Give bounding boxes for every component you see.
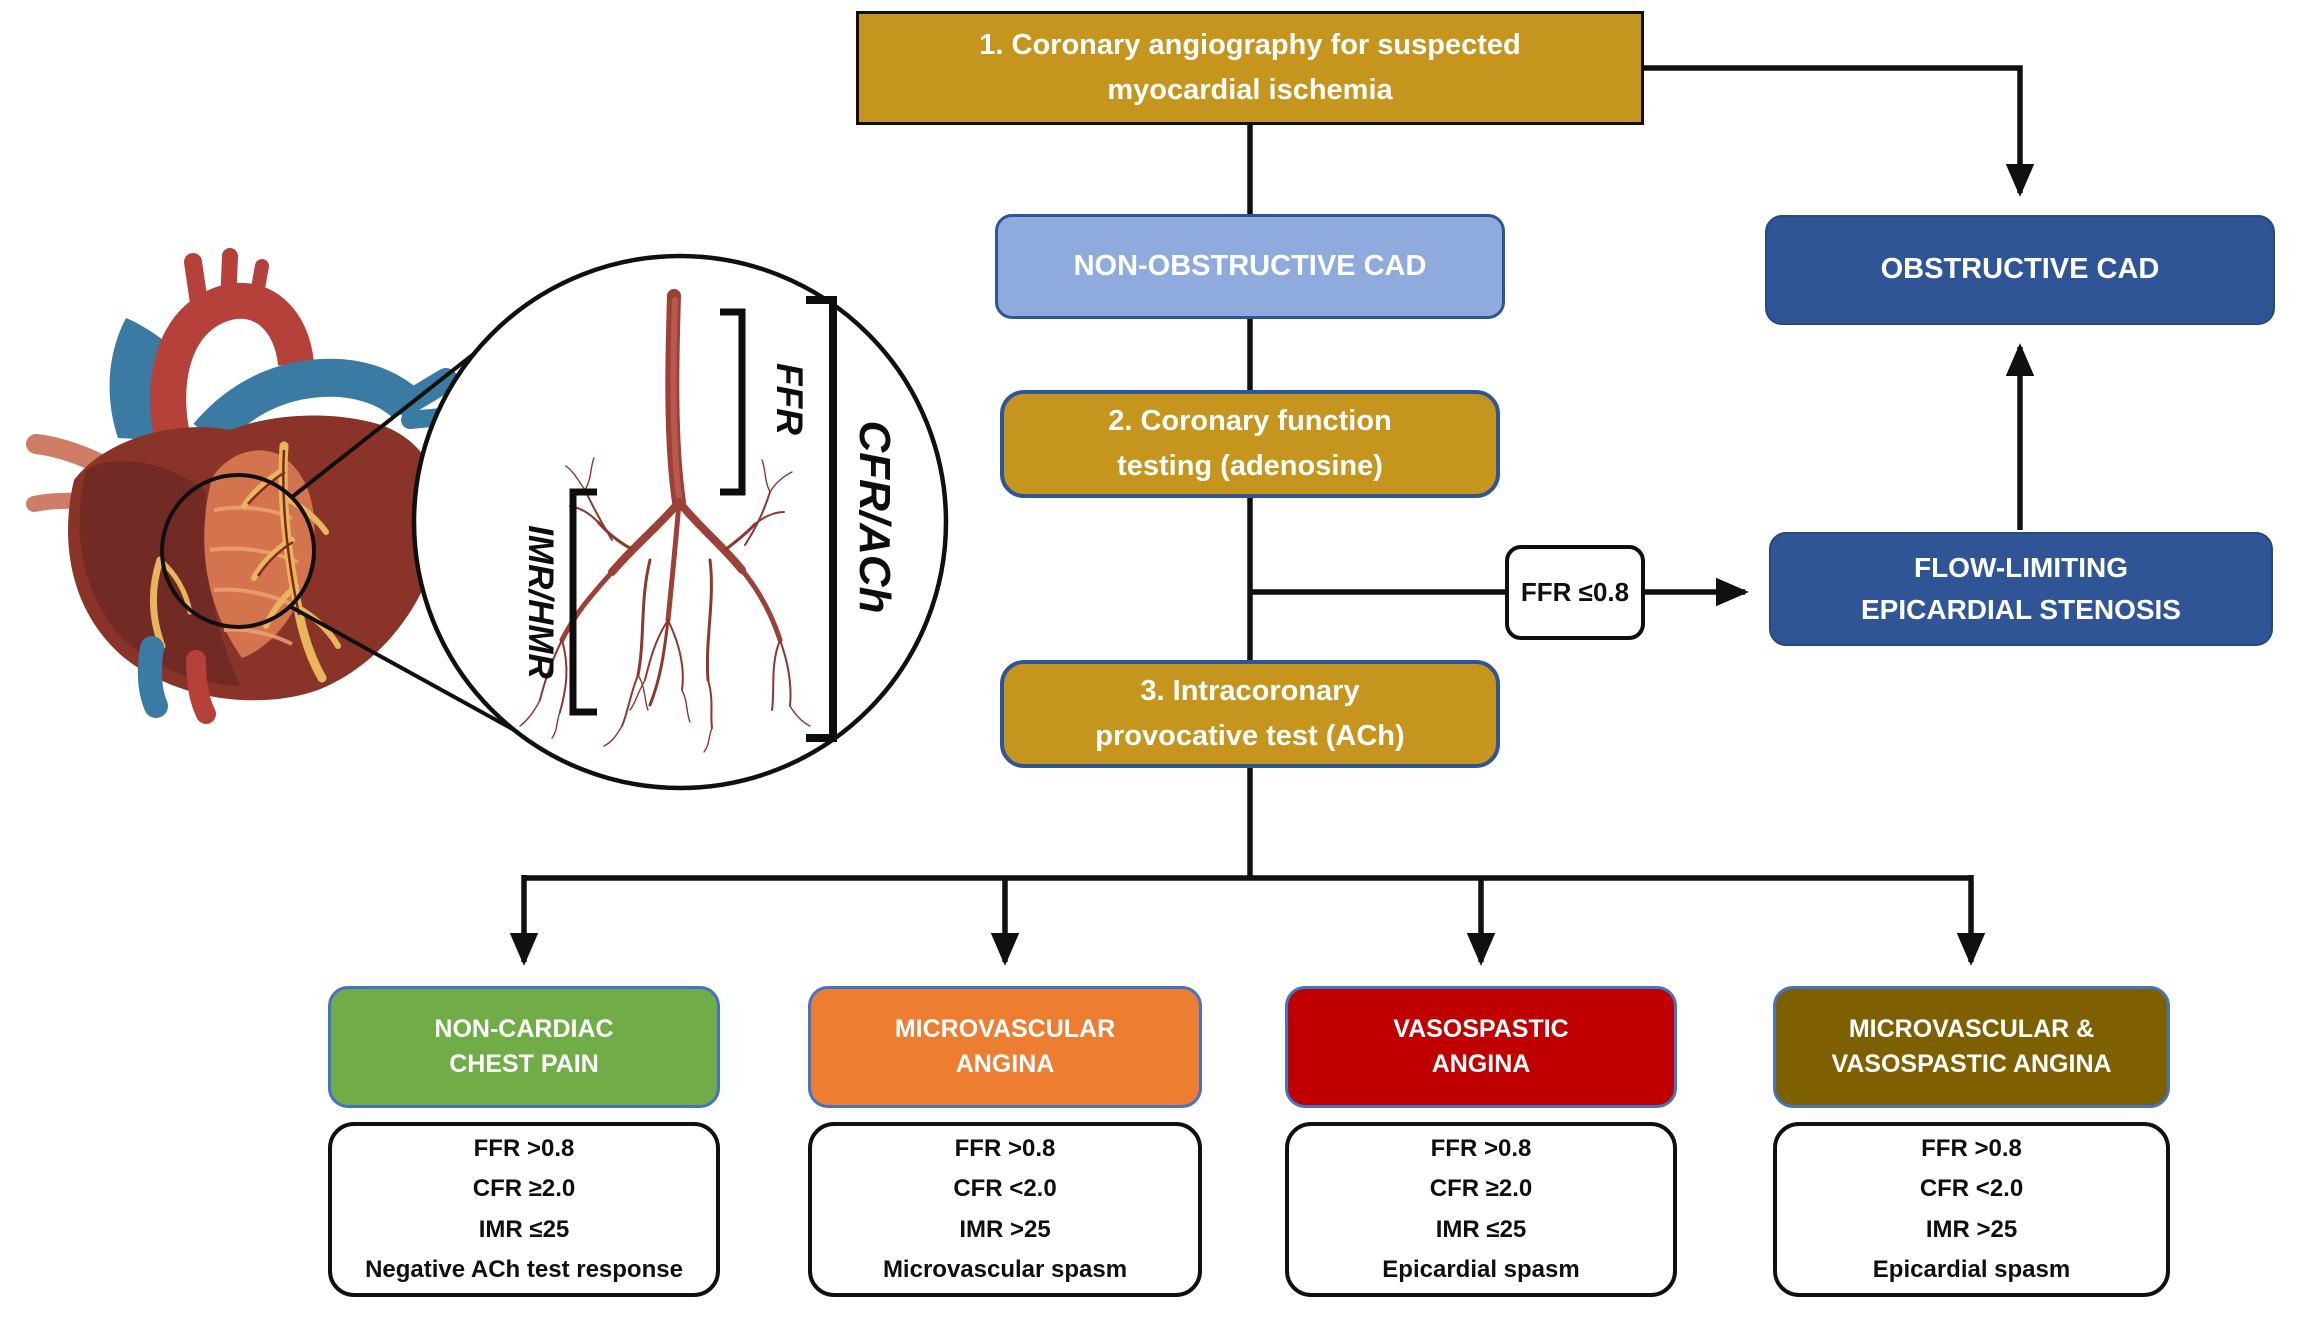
flow-limiting-line2: EPICARDIAL STENOSIS — [1861, 594, 2181, 625]
step2-line1: 2. Coronary function — [1108, 405, 1392, 438]
outcome-title-line: VASOSPASTIC — [1393, 1015, 1569, 1043]
criteria-line: IMR >25 — [959, 1215, 1051, 1243]
non-obstructive-cad-label: NON-OBSTRUCTIVE CAD — [1073, 250, 1427, 282]
imr-hmr-inset-label: IMR/HMR — [521, 525, 560, 679]
criteria-line: FFR >0.8 — [1430, 1134, 1532, 1162]
imr-hmr-bracket — [569, 488, 597, 716]
non-obstructive-cad-box: NON-OBSTRUCTIVE CAD — [995, 214, 1505, 319]
step3-intracoronary-provocative-test-box: 3. Intracoronary provocative test (ACh) — [1000, 660, 1500, 768]
criteria-vasospastic-angina-box: FFR >0.8 CFR ≥2.0 IMR ≤25 Epicardial spa… — [1285, 1122, 1677, 1297]
criteria-line: CFR ≥2.0 — [1429, 1175, 1533, 1203]
criteria-line: Epicardial spasm — [1382, 1255, 1580, 1283]
ffr-bracket — [720, 308, 746, 496]
criteria-microvascular-vasospastic-angina-box: FFR >0.8 CFR <2.0 IMR >25 Epicardial spa… — [1773, 1122, 2170, 1297]
heart-illustration — [26, 248, 562, 755]
flowchart-connectors — [509, 65, 2035, 966]
flow-limiting-line1: FLOW-LIMITING — [1913, 552, 2129, 583]
criteria-line: Microvascular spasm — [882, 1255, 1128, 1283]
ffr-inset-label: FFR — [769, 363, 810, 435]
criteria-line: FFR >0.8 — [473, 1134, 575, 1162]
criteria-line: Epicardial spasm — [1872, 1255, 2071, 1283]
ffr-condition-box: FFR ≤0.8 — [1505, 545, 1645, 640]
inset-brackets — [569, 296, 837, 742]
ffr-condition-label: FFR ≤0.8 — [1520, 577, 1630, 607]
outcome-title-line: ANGINA — [1431, 1050, 1531, 1078]
criteria-line: IMR ≤25 — [1435, 1215, 1527, 1243]
outcome-microvascular-vasospastic-angina-box: MICROVASCULAR & VASOSPASTIC ANGINA — [1773, 986, 2170, 1108]
step2-line2: testing (adenosine) — [1117, 450, 1383, 482]
magnifier-circle — [411, 253, 949, 791]
criteria-line: Negative ACh test response — [365, 1255, 683, 1283]
criteria-microvascular-angina-box: FFR >0.8 CFR <2.0 IMR >25 Microvascular … — [808, 1122, 1202, 1297]
arrow-angio-to-obstructive — [1640, 65, 2035, 197]
outcome-title-line: ANGINA — [955, 1050, 1055, 1078]
cfr-ach-bracket — [806, 296, 837, 742]
criteria-line: IMR >25 — [1925, 1215, 2018, 1243]
heart-focus-circle — [160, 473, 316, 629]
coronary-tree-illustration — [519, 289, 811, 753]
outcome-microvascular-angina-box: MICROVASCULAR ANGINA — [808, 986, 1202, 1108]
step1-coronary-angiography-box: 1. Coronary angiography for suspected my… — [856, 11, 1644, 125]
criteria-line: CFR <2.0 — [953, 1175, 1057, 1203]
obstructive-cad-label: OBSTRUCTIVE CAD — [1880, 253, 2160, 286]
criteria-line: IMR ≤25 — [478, 1215, 570, 1243]
step1-line2: myocardial ischemia — [1107, 74, 1393, 106]
criteria-line: FFR >0.8 — [1921, 1134, 2022, 1162]
outcome-vasospastic-angina-box: VASOSPASTIC ANGINA — [1285, 986, 1677, 1108]
outcome-non-cardiac-chest-pain-box: NON-CARDIAC CHEST PAIN — [328, 986, 720, 1108]
flow-limiting-stenosis-box: FLOW-LIMITING EPICARDIAL STENOSIS — [1769, 532, 2273, 646]
outcome-title-line: CHEST PAIN — [449, 1050, 599, 1078]
criteria-line: FFR >0.8 — [954, 1134, 1056, 1162]
criteria-line: CFR ≥2.0 — [472, 1175, 576, 1203]
outcome-title-line: NON-CARDIAC — [434, 1015, 614, 1043]
step3-line2: provocative test (ACh) — [1095, 720, 1405, 752]
criteria-non-cardiac-chest-pain-box: FFR >0.8 CFR ≥2.0 IMR ≤25 Negative ACh t… — [328, 1122, 720, 1297]
step1-line1: 1. Coronary angiography for suspected — [979, 29, 1521, 62]
outcome-title-line: MICROVASCULAR — [894, 1015, 1116, 1043]
criteria-line: CFR <2.0 — [1919, 1175, 2024, 1203]
step3-line1: 3. Intracoronary — [1140, 675, 1360, 708]
cfr-ach-inset-label: CFR/ACh — [850, 420, 899, 614]
obstructive-cad-box: OBSTRUCTIVE CAD — [1765, 215, 2275, 325]
outcome-title-line: VASOSPASTIC ANGINA — [1831, 1050, 2112, 1078]
outcome-title-line: MICROVASCULAR & — [1848, 1015, 2095, 1043]
magnifier-inset — [411, 253, 949, 791]
step2-coronary-function-testing-box: 2. Coronary function testing (adenosine) — [1000, 390, 1500, 498]
